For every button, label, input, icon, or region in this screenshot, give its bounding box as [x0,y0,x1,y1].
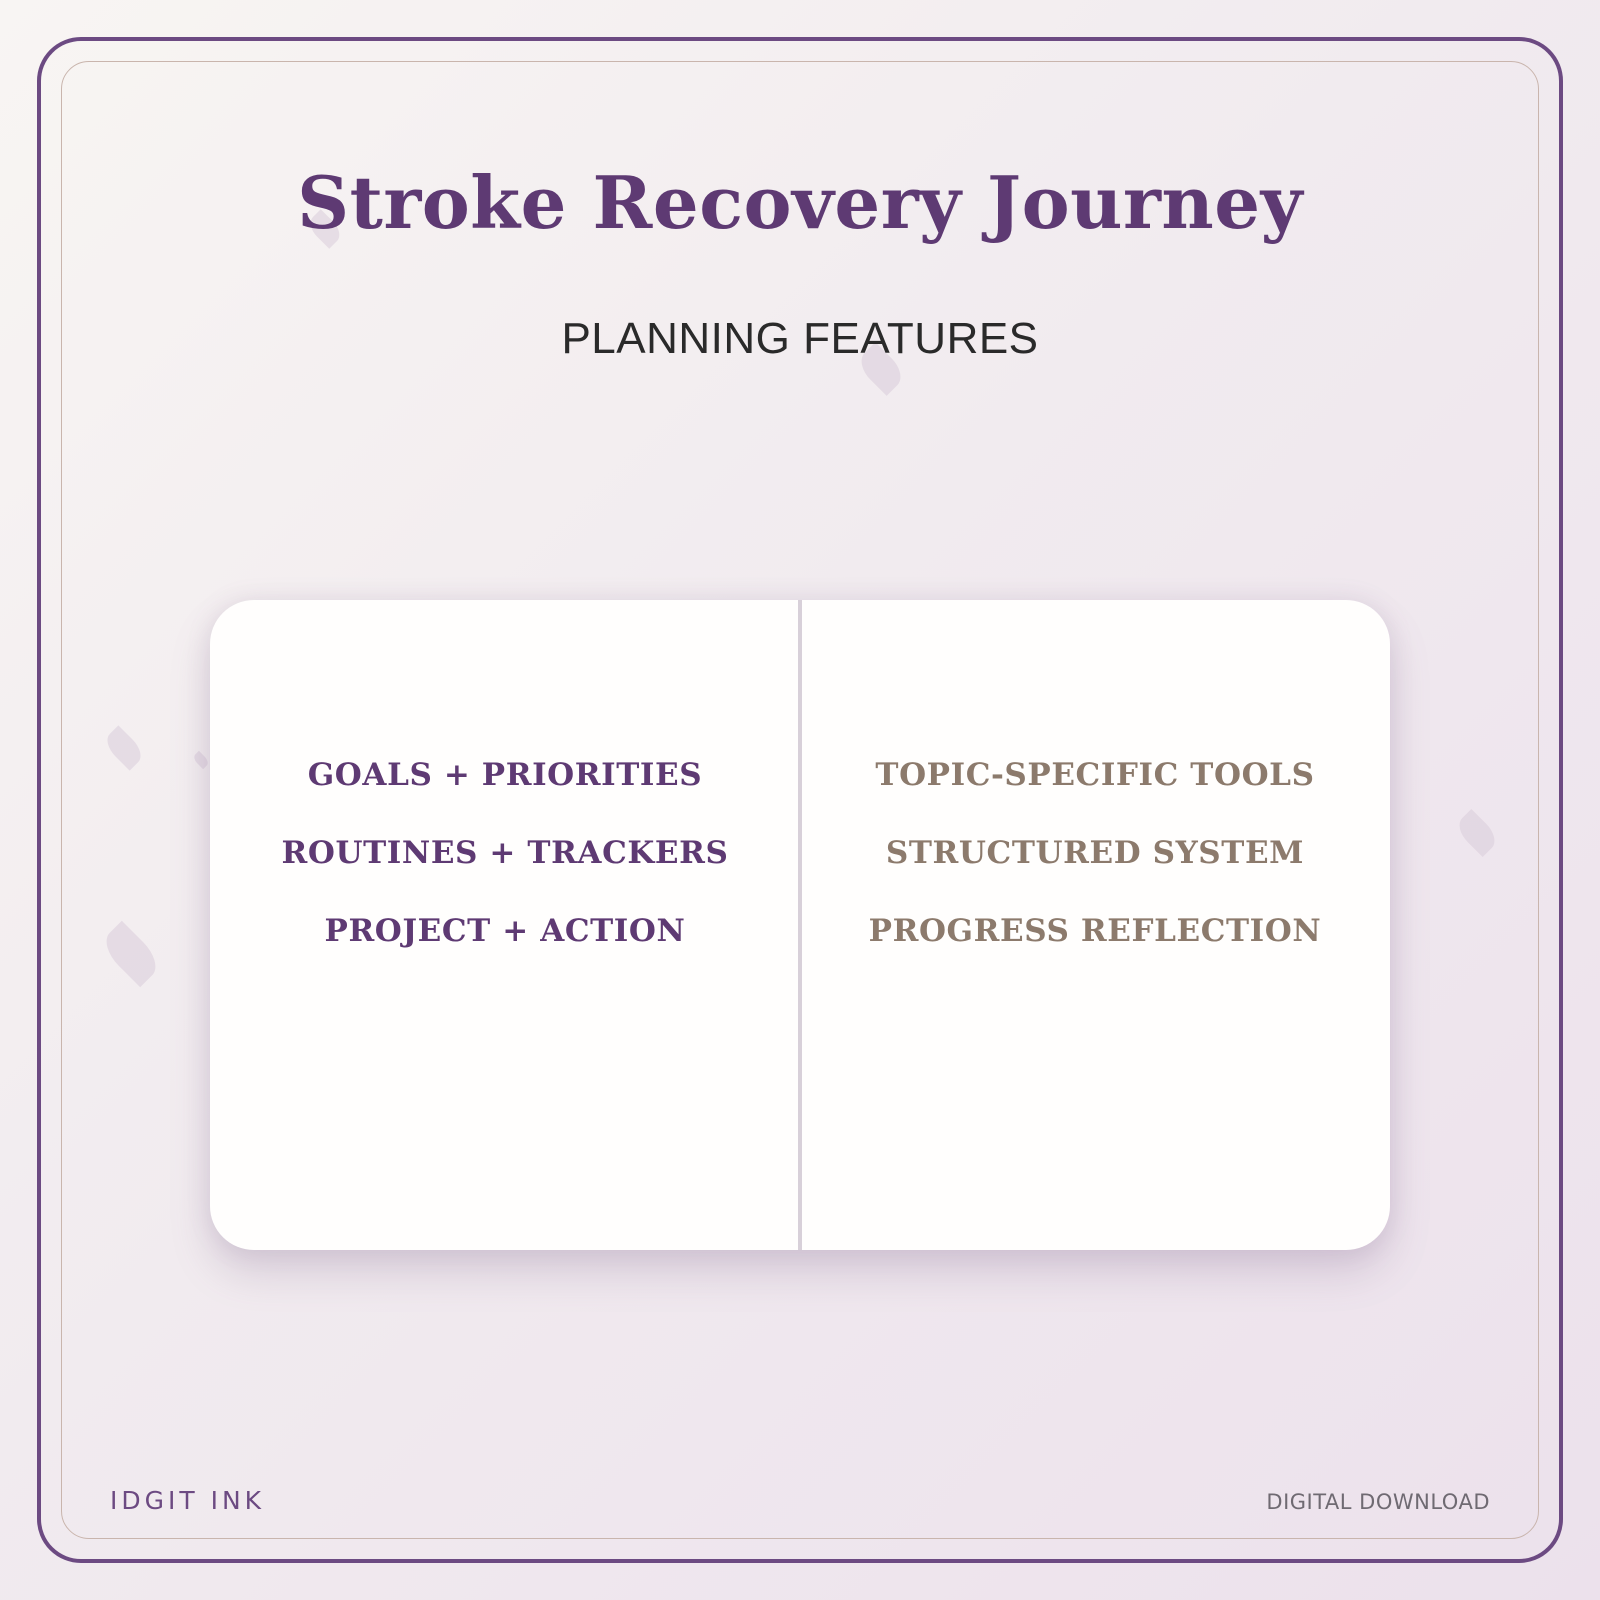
page-subtitle: PLANNING FEATURES [561,314,1039,363]
card-divider [798,600,802,1250]
download-label: DIGITAL DOWNLOAD [1266,1490,1490,1514]
feature-item: TOPIC-SPECIFIC TOOLS [875,757,1315,793]
feature-item: PROJECT + ACTION [324,913,686,949]
feature-item: PROGRESS REFLECTION [868,913,1322,949]
brand-name: IDGIT INK [110,1486,266,1515]
feature-item: STRUCTURED SYSTEM [885,835,1305,871]
feature-column-right: TOPIC-SPECIFIC TOOLS STRUCTURED SYSTEM P… [800,600,1390,1250]
feature-card: GOALS + PRIORITIES ROUTINES + TRACKERS P… [210,600,1390,1250]
inner-frame [61,61,1539,1539]
outer-frame [37,37,1563,1563]
page-title: Stroke Recovery Journey [297,160,1303,245]
feature-item: GOALS + PRIORITIES [307,757,703,793]
feature-item: ROUTINES + TRACKERS [281,835,729,871]
feature-column-left: GOALS + PRIORITIES ROUTINES + TRACKERS P… [210,600,800,1250]
